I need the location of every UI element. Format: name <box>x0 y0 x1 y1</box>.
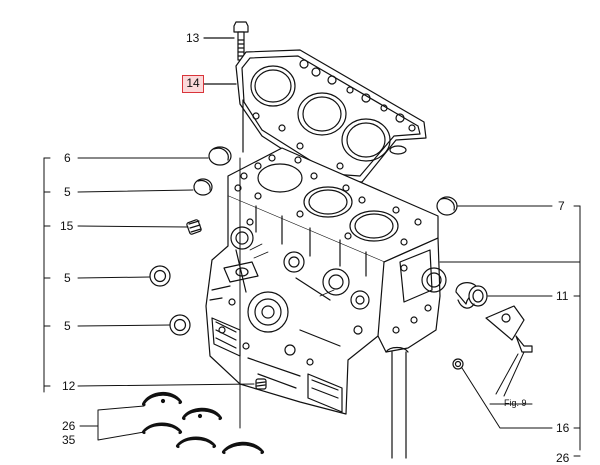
callout-13[interactable]: 13 <box>186 31 200 45</box>
callout-15[interactable]: 15 <box>60 219 74 233</box>
callout-5-seal-lower[interactable]: 5 <box>64 319 71 333</box>
stud-15[interactable] <box>186 219 202 235</box>
expansion-plug-7[interactable] <box>436 196 458 216</box>
expansion-plug-5a[interactable] <box>193 178 213 196</box>
callout-11[interactable]: 11 <box>556 289 569 303</box>
callout-14-highlighted[interactable]: 14 <box>182 75 204 93</box>
expansion-plug-6[interactable] <box>208 146 232 166</box>
callout-12[interactable]: 12 <box>62 379 76 393</box>
bushing-11[interactable] <box>455 282 488 309</box>
callout-26[interactable]: 26 <box>62 419 76 433</box>
callout-26-right[interactable]: 26 <box>556 451 570 465</box>
callout-7[interactable]: 7 <box>558 199 565 213</box>
leader-lines <box>43 157 581 459</box>
block-detail-hatch <box>249 243 335 297</box>
callout-6[interactable]: 6 <box>64 151 71 165</box>
callout-5-seal-upper[interactable]: 5 <box>64 271 71 285</box>
callout-16[interactable]: 16 <box>556 421 570 435</box>
callout-5-plug[interactable]: 5 <box>64 185 71 199</box>
oil-seal-5b[interactable] <box>149 265 171 287</box>
callout-35[interactable]: 35 <box>62 433 76 447</box>
oil-seal-5c[interactable] <box>169 314 191 336</box>
drain-plug-16[interactable] <box>452 358 464 370</box>
bearing-shells[interactable] <box>142 392 264 454</box>
plug-12[interactable] <box>255 378 267 390</box>
cylinder-block[interactable] <box>205 147 447 459</box>
cover-plate-fig9[interactable] <box>485 305 533 353</box>
figure-reference[interactable]: Fig. 9 <box>504 398 527 408</box>
